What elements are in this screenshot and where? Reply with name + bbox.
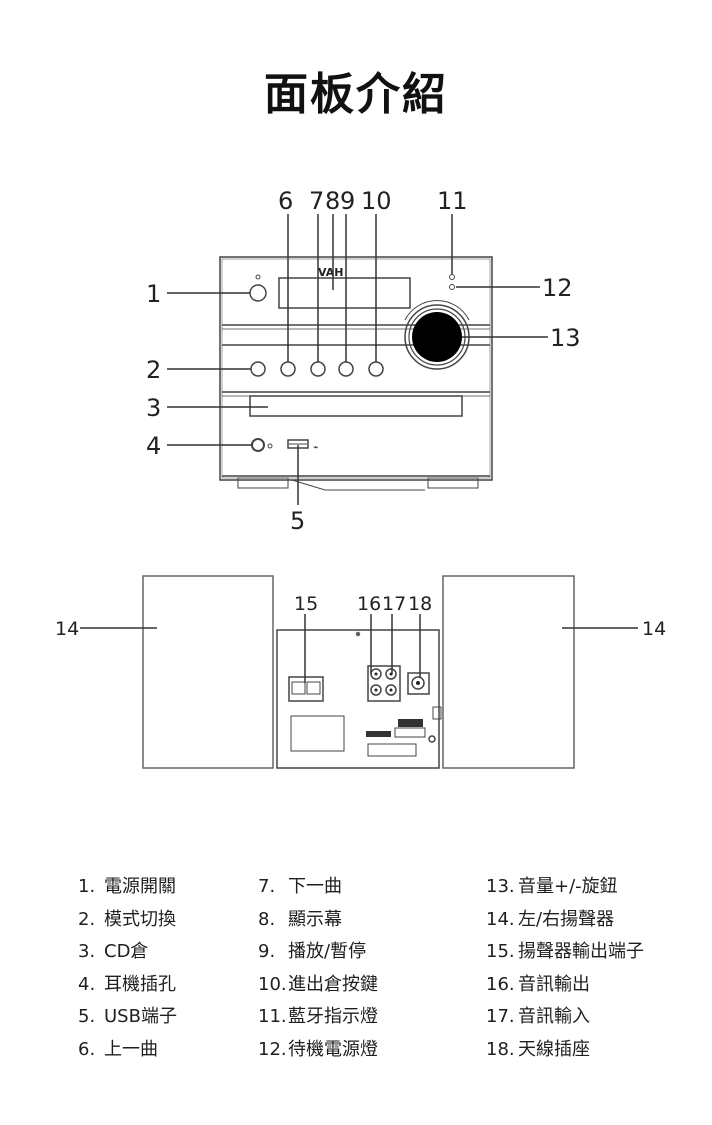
callout-15: 15 bbox=[294, 593, 318, 615]
legend-item: 15.揚聲器輸出端子 bbox=[486, 941, 644, 962]
legend-item: 13.音量+/-旋鈕 bbox=[486, 876, 618, 897]
legend-item: 2.模式切換 bbox=[78, 908, 176, 930]
callout-12: 12 bbox=[542, 274, 573, 302]
front-unit-body bbox=[219, 256, 493, 481]
callout-17: 17 bbox=[382, 593, 406, 615]
legend-item: 8.顯示幕 bbox=[258, 908, 342, 930]
legend-item: 18.天線插座 bbox=[486, 1038, 590, 1060]
callout-7: 7 bbox=[309, 187, 324, 215]
legend-item: 5.USB端子 bbox=[78, 1006, 177, 1027]
display-window bbox=[278, 277, 411, 309]
rear-callout-lines bbox=[80, 614, 638, 683]
callout-14-right: 14 bbox=[642, 618, 666, 640]
next-button bbox=[310, 361, 326, 377]
bluetooth-led bbox=[449, 274, 455, 280]
legend-column-2: 7.下一曲 8.顯示幕 9.播放/暫停 10.進出倉按鍵 11.藍牙指示燈 12… bbox=[258, 872, 378, 1067]
callout-10: 10 bbox=[361, 187, 392, 215]
legend-column-3: 13.音量+/-旋鈕 14.左/右揚聲器 15.揚聲器輸出端子 16.音訊輸出 … bbox=[486, 872, 644, 1067]
callout-2: 2 bbox=[146, 356, 161, 384]
legend-item: 1.電源開關 bbox=[78, 876, 176, 897]
play-pause-button bbox=[338, 361, 354, 377]
legend-item: 12.待機電源燈 bbox=[258, 1038, 378, 1060]
legend-item: 10.進出倉按鍵 bbox=[258, 973, 378, 995]
standby-led bbox=[449, 284, 455, 290]
speaker-right bbox=[442, 575, 575, 769]
device-diagram: VAH ⌁ 6 7 8 9 10 11 1 2 3 4 12 13 5 bbox=[55, 187, 666, 769]
callout-13: 13 bbox=[550, 324, 581, 352]
legend-item: 16.音訊輸出 bbox=[486, 973, 590, 995]
callout-11: 11 bbox=[437, 187, 468, 215]
legend-item: 14.左/右揚聲器 bbox=[486, 908, 615, 930]
warning-label bbox=[367, 743, 417, 757]
callout-5: 5 bbox=[290, 507, 305, 535]
rear-unit-body bbox=[276, 629, 440, 769]
headphone-jack bbox=[251, 438, 265, 452]
legend-item: 6.上一曲 bbox=[78, 1038, 158, 1060]
callout-6: 6 bbox=[278, 187, 293, 215]
prev-button bbox=[280, 361, 296, 377]
rating-label bbox=[290, 715, 345, 752]
callout-9: 9 bbox=[340, 187, 355, 215]
usb-logo-icon: ⌁ bbox=[313, 443, 318, 453]
callout-1: 1 bbox=[146, 280, 161, 308]
speaker-left bbox=[142, 575, 274, 769]
rear-view bbox=[142, 575, 575, 769]
power-button bbox=[249, 284, 267, 302]
callout-8: 8 bbox=[325, 187, 340, 215]
callout-4: 4 bbox=[146, 432, 161, 460]
eject-button bbox=[368, 361, 384, 377]
mode-button bbox=[250, 361, 266, 377]
callout-14-left: 14 bbox=[55, 618, 79, 640]
legend-item: 7.下一曲 bbox=[258, 876, 342, 897]
rca-jacks bbox=[367, 665, 401, 702]
callout-3: 3 bbox=[146, 394, 161, 422]
callout-18: 18 bbox=[408, 593, 432, 615]
page-title: 面板介紹 bbox=[264, 69, 448, 120]
callout-16: 16 bbox=[357, 593, 381, 615]
legend-item: 3.CD倉 bbox=[78, 941, 149, 962]
legend-column-1: 1.電源開關 2.模式切換 3.CD倉 4.耳機插孔 5.USB端子 6.上一曲 bbox=[78, 872, 177, 1067]
volume-knob bbox=[412, 312, 462, 362]
display-brand-text: VAH bbox=[318, 266, 344, 279]
front-callout-lines bbox=[167, 214, 548, 505]
legend-item: 4.耳機插孔 bbox=[78, 973, 176, 995]
cd-slot bbox=[249, 395, 463, 417]
speaker-terminal bbox=[288, 676, 324, 702]
antenna-socket bbox=[407, 672, 430, 695]
legend-item: 11.藍牙指示燈 bbox=[258, 1006, 378, 1027]
legend-item: 17.音訊輸入 bbox=[486, 1006, 590, 1027]
legend-item: 9.播放/暫停 bbox=[258, 941, 367, 962]
front-unit bbox=[219, 256, 493, 491]
